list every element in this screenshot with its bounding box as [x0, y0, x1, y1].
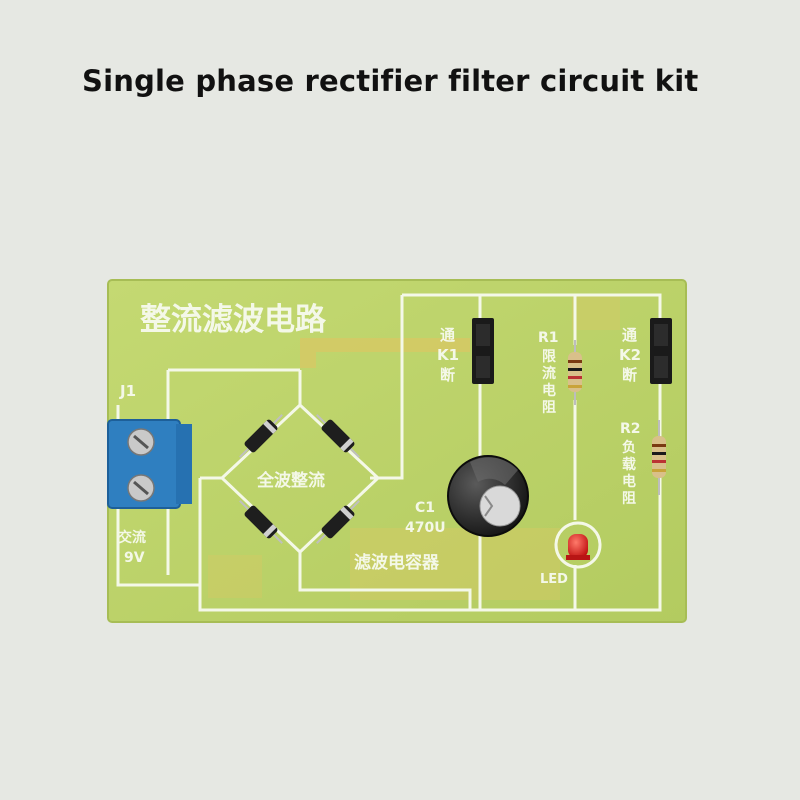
diode-top-left	[239, 414, 283, 458]
switch2-bottom: 断	[622, 366, 637, 384]
led	[554, 521, 602, 569]
resistor2-ref: R2	[620, 421, 641, 437]
switch1-ref: K1	[437, 346, 459, 364]
resistor1-char-4: 阻	[542, 400, 556, 416]
copper-traces	[208, 296, 620, 600]
resistor2-char-1: 负	[622, 439, 636, 456]
resistor1-char-3: 电	[542, 382, 556, 399]
resistor2-char-4: 阻	[622, 491, 636, 507]
jumper-k2	[650, 318, 672, 384]
resistor1-char-1: 限	[542, 349, 556, 365]
capacitor-value: 470U	[405, 520, 446, 536]
terminal-block	[107, 419, 192, 509]
connector-ref: J1	[119, 382, 136, 400]
resistor2-char-3: 电	[622, 473, 636, 490]
diode-bottom-right	[316, 500, 360, 544]
led-label: LED	[540, 572, 568, 587]
connector-label-line1: 交流	[118, 529, 146, 546]
switch1-top: 通	[440, 326, 455, 344]
resistor2-char-2: 载	[622, 456, 636, 473]
capacitor	[447, 455, 529, 537]
silkscreen-lines	[116, 293, 662, 612]
diode-top-right	[316, 414, 360, 458]
jumper-k1	[472, 318, 494, 384]
resistor1-char-2: 流	[542, 365, 556, 382]
switch1-bottom: 断	[440, 366, 455, 384]
capacitor-label: 滤波电容器	[354, 552, 440, 573]
board-heading: 整流滤波电路	[140, 302, 327, 338]
capacitor-ref: C1	[415, 500, 435, 516]
bridge-label: 全波整流	[256, 470, 325, 491]
resistor1-ref: R1	[538, 330, 559, 346]
resistor-r1	[568, 340, 582, 405]
page-title: Single phase rectifier filter circuit ki…	[82, 64, 699, 98]
connector-label-line2: 9V	[124, 550, 145, 566]
switch2-top: 通	[622, 326, 637, 344]
switch2-ref: K2	[619, 346, 641, 364]
resistor-r2	[652, 420, 666, 495]
diode-bottom-left	[239, 500, 283, 544]
